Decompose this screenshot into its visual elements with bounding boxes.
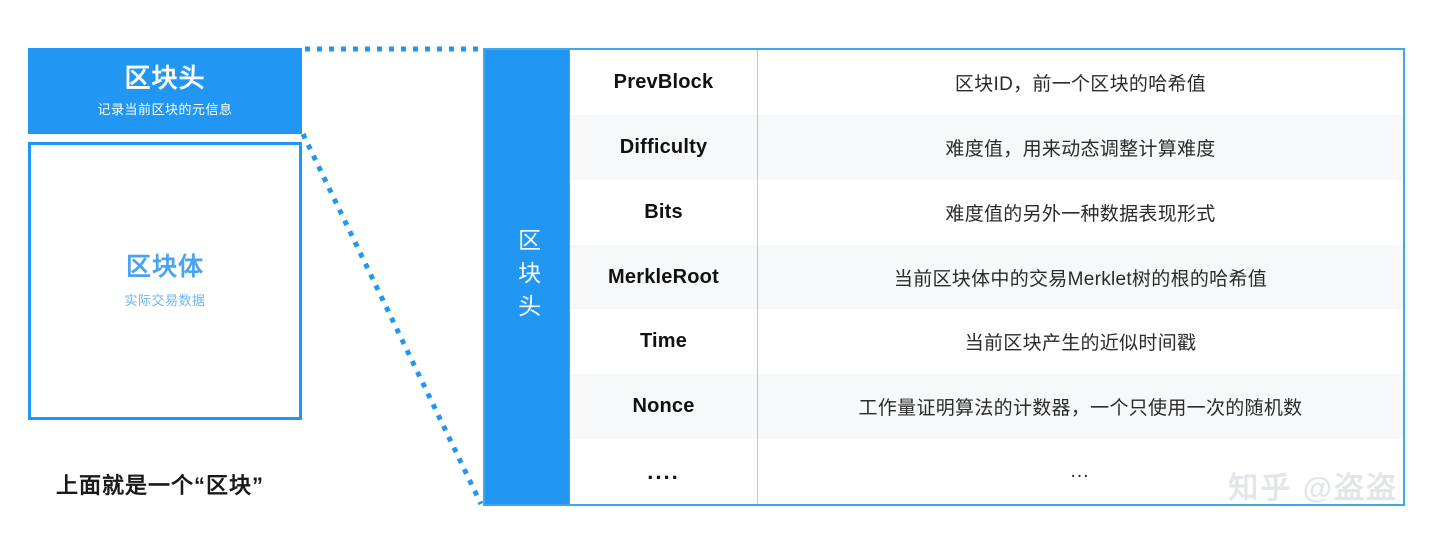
block-header-box: 区块头 记录当前区块的元信息 bbox=[28, 48, 302, 134]
field-name: Bits bbox=[570, 179, 758, 245]
block-body-box: 区块体 实际交易数据 bbox=[28, 142, 302, 420]
block-header-field-table: PrevBlock 区块ID，前一个区块的哈希值 Difficulty 难度值，… bbox=[569, 50, 1403, 505]
field-name: Time bbox=[570, 309, 758, 375]
block-body-title: 区块体 bbox=[125, 253, 204, 282]
block-diagram: 区块头 记录当前区块的元信息 区块体 实际交易数据 bbox=[28, 48, 302, 420]
detail-panel-strip-label: 区块头 bbox=[514, 227, 541, 327]
field-description: 工作量证明算法的计数器，一个只使用一次的随机数 bbox=[858, 398, 1303, 420]
field-name: Difficulty bbox=[570, 114, 758, 180]
table-row: .... … bbox=[570, 439, 1403, 505]
table-row: Bits 难度值的另外一种数据表现形式 bbox=[570, 179, 1403, 245]
field-description: 当前区块体中的交易Merklet树的根的哈希值 bbox=[893, 268, 1268, 290]
block-header-detail-panel: 区块头 PrevBlock 区块ID，前一个区块的哈希值 Difficulty … bbox=[483, 48, 1405, 506]
field-description: 当前区块产生的近似时间戳 bbox=[964, 333, 1197, 355]
field-name: MerkleRoot bbox=[570, 244, 758, 310]
field-description: 难度值的另外一种数据表现形式 bbox=[945, 203, 1216, 225]
table-row: PrevBlock 区块ID，前一个区块的哈希值 bbox=[570, 50, 1403, 115]
table-row: MerkleRoot 当前区块体中的交易Merklet树的根的哈希值 bbox=[570, 244, 1403, 310]
table-row: Nonce 工作量证明算法的计数器，一个只使用一次的随机数 bbox=[570, 374, 1403, 440]
field-name: PrevBlock bbox=[570, 50, 758, 115]
field-name: .... bbox=[570, 439, 758, 505]
detail-panel-strip: 区块头 bbox=[485, 50, 569, 504]
diagram-caption: 上面就是一个“区块” bbox=[56, 473, 265, 498]
table-row: Difficulty 难度值，用来动态调整计算难度 bbox=[570, 114, 1403, 180]
field-description: … bbox=[1069, 460, 1092, 483]
table-row: Time 当前区块产生的近似时间戳 bbox=[570, 309, 1403, 375]
block-body-subtitle: 实际交易数据 bbox=[124, 292, 206, 308]
block-header-title: 区块头 bbox=[124, 62, 206, 93]
connector-line-diagonal bbox=[300, 132, 484, 506]
field-description: 难度值，用来动态调整计算难度 bbox=[945, 138, 1216, 160]
field-name: Nonce bbox=[570, 374, 758, 440]
block-header-subtitle: 记录当前区块的元信息 bbox=[97, 102, 233, 118]
field-description: 区块ID，前一个区块的哈希值 bbox=[954, 73, 1207, 95]
watermark: 知乎 @盗盗 bbox=[1228, 472, 1398, 505]
